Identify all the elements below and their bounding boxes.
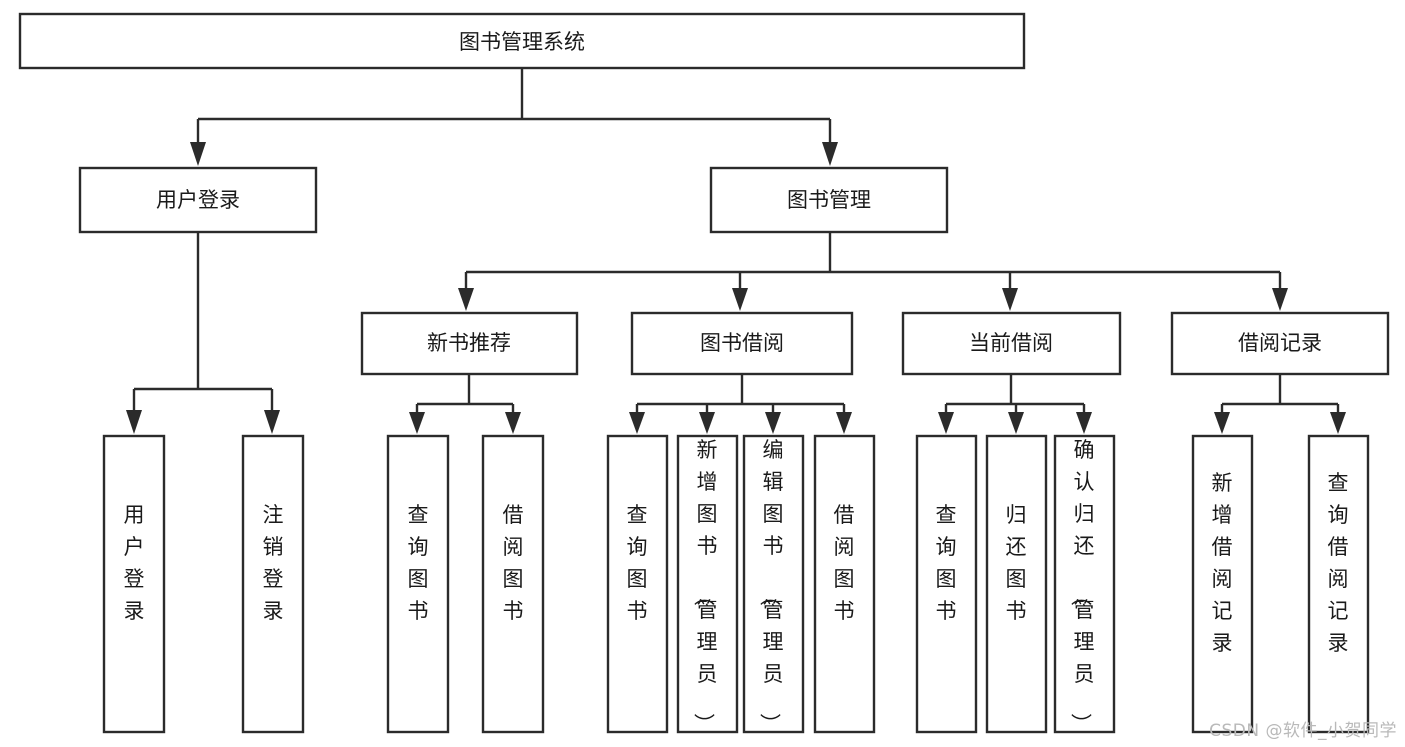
arrow-head-leaf-1 — [126, 410, 142, 434]
leaf-node-12-label: 新增借阅记录 — [1212, 471, 1233, 655]
leaf-node-11[interactable]: 确认归还（管理员） — [1053, 434, 1116, 734]
leaf-node-7-label: 编辑图书（管理员） — [758, 438, 784, 734]
arrow-head-leaf-6 — [699, 412, 715, 434]
node-book-borrow-label: 图书借阅 — [700, 331, 784, 355]
leaf-node-8-box[interactable] — [813, 434, 876, 734]
connector-group-new-book-rec — [409, 374, 521, 434]
arrow-head-book-borrow — [732, 288, 748, 311]
node-borrow-record-box[interactable] — [1170, 311, 1390, 376]
node-borrow-record[interactable]: 借阅记录 — [1170, 311, 1390, 376]
node-current-borrow[interactable]: 当前借阅 — [901, 311, 1122, 376]
connector-group-user-login — [126, 232, 280, 434]
connector-group-book-manage — [458, 232, 1288, 311]
leaf-node-13[interactable]: 查询借阅记录 — [1307, 434, 1370, 734]
node-book-manage-box[interactable] — [709, 166, 949, 234]
arrow-head-leaf-4 — [505, 412, 521, 434]
arrow-head-leaf-2 — [264, 410, 280, 434]
node-user-login-label: 用户登录 — [156, 188, 240, 212]
leaf-node-2[interactable]: 注销登录 — [241, 434, 305, 734]
arrow-head-current-borrow — [1002, 288, 1018, 311]
leaf-node-1-label: 用户登录 — [124, 503, 145, 623]
arrow-head-leaf-3 — [409, 412, 425, 434]
node-current-borrow-label: 当前借阅 — [969, 331, 1053, 355]
connector-group-root — [190, 68, 838, 166]
arrow-head-leaf-12 — [1214, 412, 1230, 434]
arrow-head-new-book-rec — [458, 288, 474, 311]
leaf-node-9[interactable]: 查询图书 — [915, 434, 978, 734]
node-new-book-rec[interactable]: 新书推荐 — [360, 311, 579, 376]
arrow-head-user-login — [190, 142, 206, 166]
leaf-node-4-label: 借阅图书 — [503, 503, 524, 623]
leaf-node-1-box[interactable] — [102, 434, 166, 734]
arrow-head-leaf-11 — [1076, 412, 1092, 434]
leaf-node-10-box[interactable] — [985, 434, 1048, 734]
arrow-head-leaf-7 — [765, 412, 781, 434]
leaf-node-7-box[interactable] — [742, 434, 805, 734]
arrow-head-leaf-5 — [629, 412, 645, 434]
node-book-manage[interactable]: 图书管理 — [709, 166, 949, 234]
leaf-node-3[interactable]: 查询图书 — [386, 434, 450, 734]
leaf-node-13-box[interactable] — [1307, 434, 1370, 734]
csdn-watermark: CSDN @软件_小贺同学 — [1209, 721, 1397, 741]
leaf-node-4[interactable]: 借阅图书 — [481, 434, 545, 734]
leaf-node-6-label: 新增图书（管理员） — [692, 438, 718, 734]
connector-group-book-borrow — [629, 374, 852, 434]
leaf-node-7[interactable]: 编辑图书（管理员） — [742, 434, 805, 734]
arrow-head-leaf-8 — [836, 412, 852, 434]
node-book-manage-label: 图书管理 — [787, 188, 871, 212]
node-new-book-rec-label: 新书推荐 — [427, 331, 511, 355]
leaf-node-2-label: 注销登录 — [263, 503, 284, 623]
leaf-node-5-box[interactable] — [606, 434, 669, 734]
node-root-label: 图书管理系统 — [459, 30, 585, 54]
leaf-node-8[interactable]: 借阅图书 — [813, 434, 876, 734]
leaf-node-9-box[interactable] — [915, 434, 978, 734]
node-book-borrow[interactable]: 图书借阅 — [630, 311, 854, 376]
leaf-node-13-label: 查询借阅记录 — [1328, 471, 1349, 655]
leaf-node-2-box[interactable] — [241, 434, 305, 734]
leaf-node-6-box[interactable] — [676, 434, 739, 734]
arrow-head-leaf-13 — [1330, 412, 1346, 434]
leaf-node-5-label: 查询图书 — [627, 503, 648, 623]
connector-group-borrow-record — [1214, 374, 1346, 434]
leaf-node-3-label: 查询图书 — [408, 503, 429, 623]
leaf-node-12[interactable]: 新增借阅记录 — [1191, 434, 1254, 734]
arrow-head-book-manage — [822, 142, 838, 166]
leaf-node-11-label: 确认归还（管理员） — [1069, 438, 1095, 734]
leaf-node-10[interactable]: 归还图书 — [985, 434, 1048, 734]
node-current-borrow-box[interactable] — [901, 311, 1122, 376]
arrow-head-leaf-9 — [938, 412, 954, 434]
node-root-box[interactable] — [18, 12, 1026, 70]
leaf-node-5[interactable]: 查询图书 — [606, 434, 669, 734]
leaf-node-1[interactable]: 用户登录 — [102, 434, 166, 734]
node-root[interactable]: 图书管理系统 — [18, 12, 1026, 70]
leaf-node-10-label: 归还图书 — [1006, 503, 1027, 623]
node-user-login[interactable]: 用户登录 — [78, 166, 318, 234]
leaf-node-4-box[interactable] — [481, 434, 545, 734]
leaf-node-3-box[interactable] — [386, 434, 450, 734]
leaf-node-12-box[interactable] — [1191, 434, 1254, 734]
node-book-borrow-box[interactable] — [630, 311, 854, 376]
leaf-node-11-box[interactable] — [1053, 434, 1116, 734]
arrow-head-borrow-record — [1272, 288, 1288, 311]
node-new-book-rec-box[interactable] — [360, 311, 579, 376]
arrow-head-leaf-10 — [1008, 412, 1024, 434]
connector-group-current-borrow — [938, 374, 1092, 434]
leaf-node-6[interactable]: 新增图书（管理员） — [676, 434, 739, 734]
node-user-login-box[interactable] — [78, 166, 318, 234]
node-borrow-record-label: 借阅记录 — [1238, 331, 1322, 355]
leaf-node-8-label: 借阅图书 — [834, 503, 855, 623]
leaf-node-9-label: 查询图书 — [936, 503, 957, 623]
